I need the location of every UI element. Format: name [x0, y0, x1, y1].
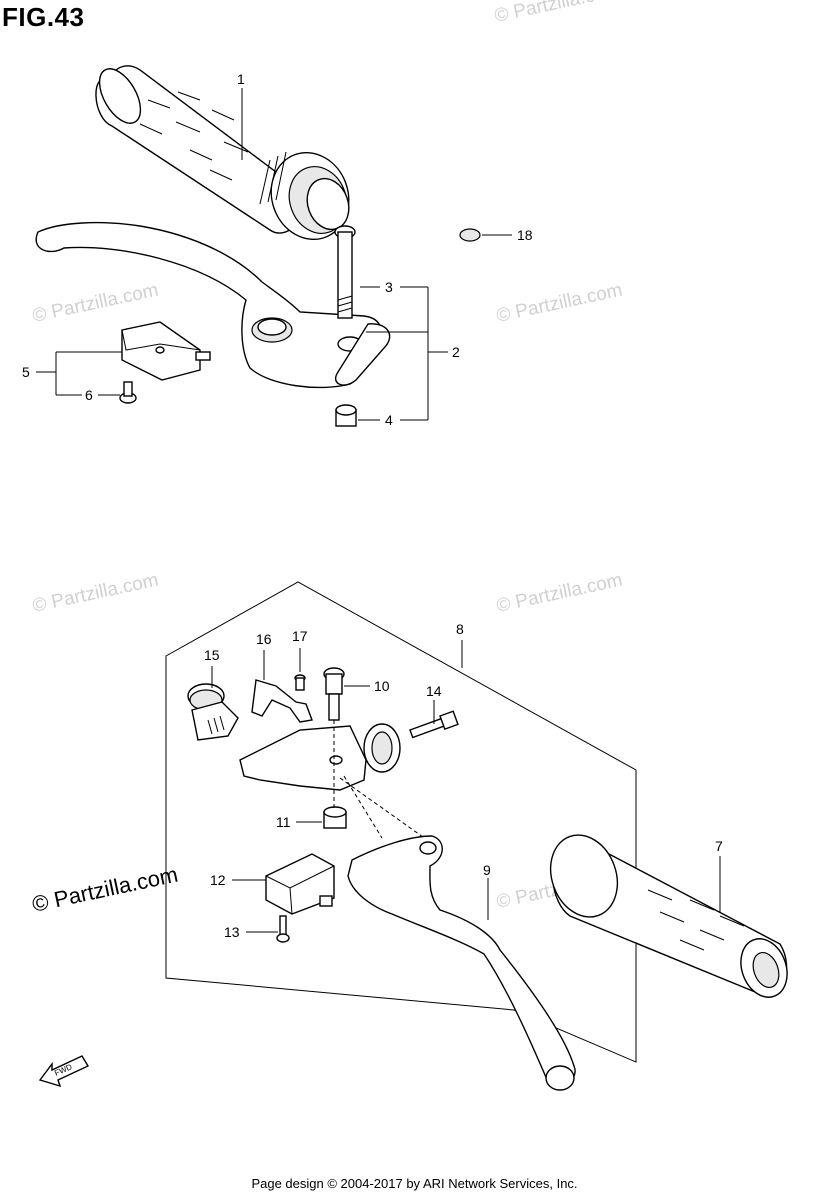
- callout-15: 15: [204, 647, 220, 663]
- callout-14: 14: [426, 683, 442, 699]
- part-15-adjuster: [187, 683, 239, 741]
- part-11-nut: [323, 806, 347, 829]
- callout-3: 3: [385, 279, 393, 295]
- part-10-pivot-bolt: [323, 667, 345, 721]
- part-2-brake-lever: [35, 221, 391, 389]
- part-3-pivot-bolt: [334, 225, 356, 319]
- watermark: © Partzilla.com: [493, 0, 623, 27]
- callout-8: 8: [456, 621, 464, 637]
- callout-16: 16: [256, 631, 272, 647]
- callout-13: 13: [224, 924, 240, 940]
- bottom-leader-lines: [211, 648, 721, 933]
- part-6-screw: [119, 381, 137, 404]
- part-4-nut: [335, 404, 357, 427]
- part-12-clutch-switch: [265, 853, 335, 915]
- part-13-screw: [276, 915, 290, 943]
- part-17-screw: [294, 674, 306, 691]
- page-footer: Page design © 2004-2017 by ARI Network S…: [251, 1176, 578, 1191]
- callout-4: 4: [385, 412, 393, 428]
- watermark: © Partzilla.com: [31, 280, 161, 327]
- part-18-cap: [459, 228, 481, 242]
- watermark-prominent: © Partzilla.com: [30, 862, 180, 917]
- watermark: © Partzilla.com: [495, 570, 625, 617]
- alignment-lines: [333, 720, 431, 843]
- watermark: © Partzilla.com: [31, 570, 161, 617]
- callout-2: 2: [452, 344, 460, 360]
- assembly-8-outline: [165, 581, 637, 1063]
- callout-12: 12: [210, 872, 226, 888]
- callout-1: 1: [237, 71, 245, 87]
- callout-10: 10: [374, 678, 390, 694]
- callout-labels: 1 2 3 4 5 6 7 8 9 10 11 12 13 14 15 16 1…: [22, 71, 723, 940]
- figure-title: FIG.43: [2, 2, 85, 32]
- top-leader-lines: [36, 88, 512, 421]
- part-14-bolt: [409, 710, 459, 739]
- part-9-clutch-lever: [347, 835, 576, 1091]
- part-5-brake-switch: [121, 321, 211, 381]
- part-1-grip: [95, 65, 350, 241]
- callout-18: 18: [517, 227, 533, 243]
- clutch-lever-bracket: [239, 723, 401, 791]
- watermark: © Partzilla.com: [495, 280, 625, 327]
- callout-6: 6: [85, 387, 93, 403]
- part-7-grip: [549, 834, 788, 998]
- callout-9: 9: [483, 862, 491, 878]
- callout-17: 17: [292, 628, 308, 644]
- fwd-arrow-icon: FWD: [38, 1055, 89, 1088]
- callout-11: 11: [276, 814, 291, 830]
- callout-5: 5: [22, 364, 30, 380]
- callout-7: 7: [715, 838, 723, 854]
- part-16-bracket: [251, 679, 313, 723]
